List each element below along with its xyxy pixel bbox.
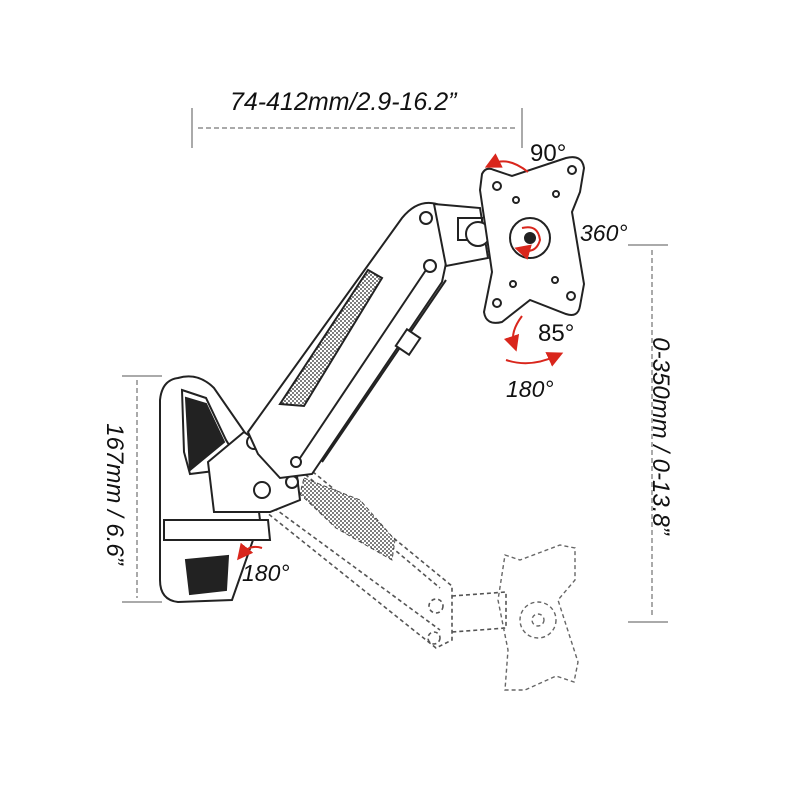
- tilt-down-label: 85°: [538, 320, 575, 347]
- head-swivel-label: 180°: [506, 376, 554, 402]
- wall-plate-height-label: 167mm / 6.6”: [101, 423, 128, 565]
- wall-swivel-label: 180°: [242, 560, 290, 586]
- lowered-vesa-plate: [497, 544, 579, 691]
- reach-label: 74-412mm/2.9-16.2”: [230, 88, 457, 116]
- upper-arm: [246, 202, 450, 480]
- tilt-joint: [432, 202, 491, 268]
- height-dimension-line: [628, 244, 668, 623]
- tilt-up-label: 90°: [530, 140, 567, 167]
- wall-plate: [159, 375, 272, 604]
- lowered-arm-mesh: [299, 477, 396, 561]
- rotate-label: 360°: [580, 220, 628, 246]
- vesa-plate: [478, 156, 586, 324]
- wall-plate-dimension-line: [122, 375, 162, 603]
- reach-dimension-line: [191, 108, 523, 148]
- rotation-arrows: [236, 153, 564, 561]
- height-range-label: 0-350mm / 0-13.8”: [647, 337, 674, 535]
